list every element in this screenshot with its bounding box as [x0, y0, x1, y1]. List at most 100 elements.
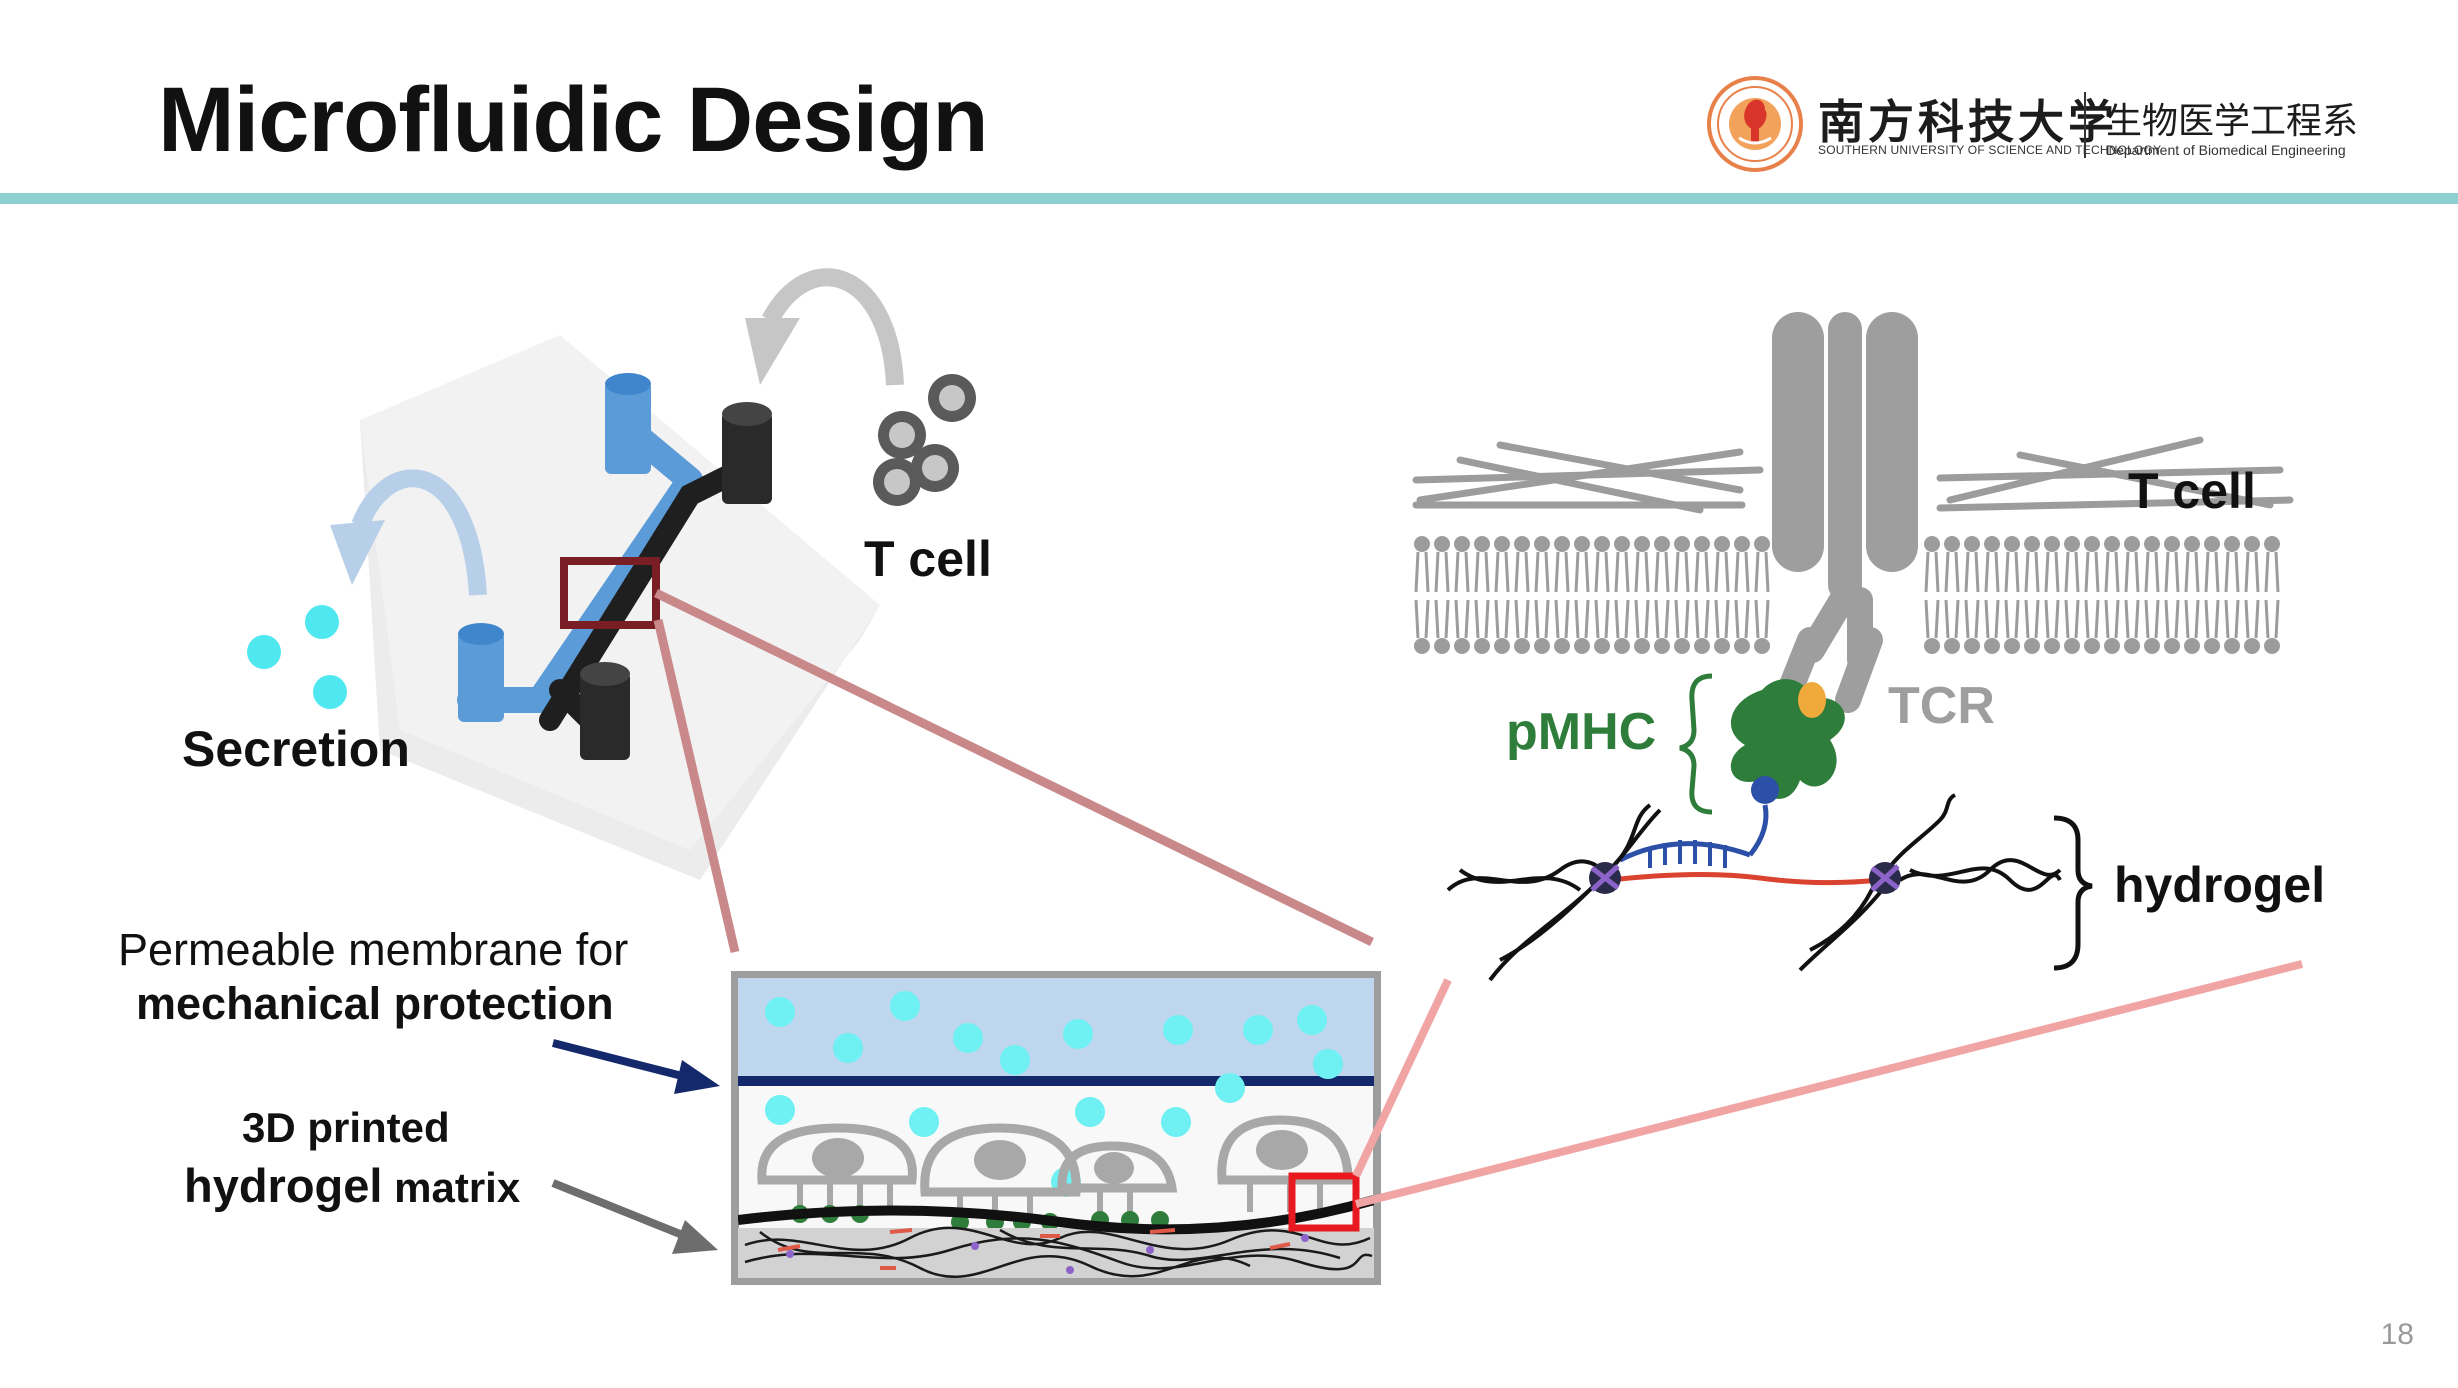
lipid-molecule: [1924, 551, 1940, 593]
pmhc-label: pMHC: [1506, 703, 1657, 761]
lipid-molecule: [2224, 551, 2240, 593]
lipid-molecule: [1454, 599, 1470, 639]
lipid-molecule: [1734, 638, 1750, 654]
lipid-molecule: [1654, 551, 1670, 593]
lipid-molecule: [2184, 638, 2200, 654]
lipid-molecule: [2164, 551, 2180, 593]
lipid-molecule: [2164, 599, 2180, 639]
lipid-molecule: [2064, 551, 2080, 593]
lipid-molecule: [1514, 551, 1530, 593]
lipid-molecule: [2124, 638, 2140, 654]
lipid-molecule: [1414, 638, 1430, 654]
lipid-molecule: [1694, 551, 1710, 593]
lipid-molecule: [1984, 536, 2000, 552]
lipid-molecule: [2084, 638, 2100, 654]
lipid-molecule: [2244, 551, 2260, 593]
lipid-molecule: [2064, 599, 2080, 639]
hydrogel-chamber-cross-section: [731, 971, 1381, 1285]
lipid-molecule: [1734, 551, 1750, 593]
membrane-label-line1: Permeable membrane for: [118, 924, 629, 975]
lipid-molecule: [1614, 638, 1630, 654]
lipid-molecule: [2004, 536, 2020, 552]
lipid-molecule: [2224, 599, 2240, 639]
lipid-molecule: [2144, 536, 2160, 552]
lipid-molecule: [1654, 536, 1670, 552]
lipid-molecule: [2264, 536, 2280, 552]
lipid-molecule: [1714, 638, 1730, 654]
lipid-molecule: [2184, 551, 2200, 593]
zoom-line-upper: [1352, 978, 1452, 1178]
lipid-molecule: [1414, 536, 1430, 552]
matrix-label-line1: 3D printed: [242, 1104, 450, 1151]
lipid-molecule: [2064, 536, 2080, 552]
lipid-molecule: [1714, 536, 1730, 552]
zoom-line-lower: [1355, 960, 2303, 1208]
lipid-bilayer: [1414, 536, 2280, 654]
lipid-molecule: [2044, 638, 2060, 654]
lipid-molecule: [2004, 599, 2020, 639]
membrane-label-line2: mechanical protection: [136, 978, 614, 1029]
lipid-molecule: [1964, 599, 1980, 639]
callout-line-upper: [654, 588, 1374, 947]
curved-arrow-icon: [745, 268, 904, 386]
lipid-molecule: [1754, 536, 1770, 552]
lipid-molecule: [1554, 536, 1570, 552]
lipid-molecule: [1434, 551, 1450, 593]
matrix-label-matrix: matrix: [382, 1164, 521, 1211]
lipid-molecule: [2084, 551, 2100, 593]
lipid-molecule: [1534, 536, 1550, 552]
lipid-molecule: [1574, 536, 1590, 552]
lipid-molecule: [1594, 638, 1610, 654]
lipid-molecule: [1984, 599, 2000, 639]
t-cell-membrane-zoom: [1412, 312, 2294, 982]
lipid-molecule: [2044, 599, 2060, 639]
lipid-molecule: [2084, 599, 2100, 639]
lipid-molecule: [1454, 551, 1470, 593]
lipid-molecule: [1474, 599, 1490, 639]
lipid-molecule: [1474, 536, 1490, 552]
lipid-molecule: [1964, 536, 1980, 552]
lipid-molecule: [1574, 638, 1590, 654]
lipid-molecule: [1714, 599, 1730, 639]
callout-line-lower: [653, 618, 740, 954]
lipid-molecule: [1944, 551, 1960, 593]
microfluidic-chip: [360, 335, 880, 880]
lipid-molecule: [1734, 536, 1750, 552]
lipid-molecule: [1654, 599, 1670, 639]
slide-title: Microfluidic Design: [158, 69, 989, 171]
lipid-molecule: [2204, 638, 2220, 654]
lipid-molecule: [2024, 551, 2040, 593]
lipid-molecule: [1674, 536, 1690, 552]
lipid-molecule: [1964, 638, 1980, 654]
lipid-molecule: [2024, 638, 2040, 654]
lipid-molecule: [2124, 536, 2140, 552]
lipid-molecule: [1434, 599, 1450, 639]
lipid-molecule: [2004, 551, 2020, 593]
university-name-en: SOUTHERN UNIVERSITY OF SCIENCE AND TECHN…: [1818, 143, 2162, 157]
lipid-molecule: [2104, 599, 2120, 639]
lipid-molecule: [2024, 599, 2040, 639]
lipid-molecule: [1614, 599, 1630, 639]
lipid-molecule: [2264, 551, 2280, 593]
lipid-molecule: [1694, 638, 1710, 654]
lipid-molecule: [2264, 638, 2280, 654]
lipid-molecule: [2124, 551, 2140, 593]
lipid-molecule: [1634, 536, 1650, 552]
secretion-dots: [247, 605, 347, 709]
lipid-molecule: [2224, 638, 2240, 654]
lipid-molecule: [1414, 599, 1430, 639]
lipid-molecule: [2044, 551, 2060, 593]
lipid-molecule: [1534, 638, 1550, 654]
lipid-molecule: [1594, 536, 1610, 552]
lipid-molecule: [2144, 599, 2160, 639]
lipid-molecule: [2244, 536, 2260, 552]
lipid-molecule: [2244, 599, 2260, 639]
lipid-molecule: [2184, 599, 2200, 639]
logo-divider: [2084, 92, 2086, 158]
lipid-molecule: [1574, 551, 1590, 593]
lipid-molecule: [1594, 551, 1610, 593]
title-divider: [0, 193, 2458, 204]
lipid-molecule: [1514, 599, 1530, 639]
university-name-cn: 南方科技大学: [1818, 95, 2118, 149]
lipid-molecule: [2244, 638, 2260, 654]
